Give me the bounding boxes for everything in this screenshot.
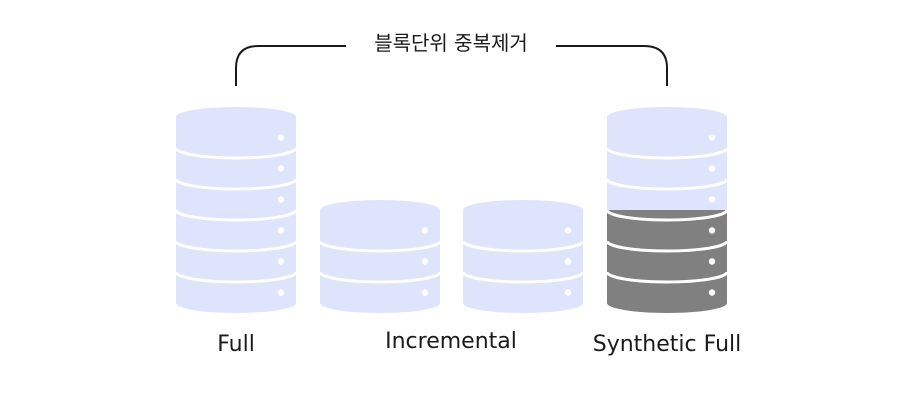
- disk-led-icon: [277, 165, 285, 172]
- disk-body: [176, 210, 296, 251]
- disk-led-icon: [277, 134, 285, 141]
- disk-separator: [174, 147, 298, 160]
- stack-full: [174, 107, 298, 313]
- disk-body: [463, 210, 583, 251]
- disk-body: [176, 148, 296, 189]
- disk-led-icon: [421, 289, 429, 296]
- disk-led-icon: [708, 258, 716, 265]
- disk-body: [176, 179, 296, 220]
- disk-led-icon: [708, 134, 716, 141]
- stack-incremental-2: [461, 200, 585, 313]
- disk-led-icon: [421, 258, 429, 265]
- disk-separator: [605, 271, 729, 284]
- stack-synthetic-full: [605, 107, 729, 313]
- disk-body: [463, 272, 583, 313]
- disk-body: [320, 210, 440, 251]
- disk-led-icon: [421, 227, 429, 234]
- disk-separator: [461, 240, 585, 253]
- stack-label-full: Full: [217, 332, 255, 357]
- stack-label-synthetic-full: Synthetic Full: [592, 332, 742, 357]
- disk-separator: [174, 240, 298, 253]
- disk-led-icon: [564, 227, 572, 234]
- disk-separator: [461, 271, 585, 284]
- disk-body: [607, 272, 727, 313]
- disk-separator: [318, 240, 442, 253]
- stack-label-incremental: Incremental: [385, 329, 517, 354]
- disk-top-cap: [320, 200, 440, 220]
- disk-led-icon: [708, 196, 716, 203]
- disk-body: [463, 241, 583, 282]
- disk-body: [607, 117, 727, 158]
- bracket-line-left: [235, 45, 346, 86]
- disk-separator: [605, 240, 729, 253]
- disk-separator: [318, 271, 442, 284]
- disk-top-cap: [607, 107, 727, 127]
- disk-body: [176, 241, 296, 282]
- disk-body: [320, 272, 440, 313]
- dedup-bracket-label: 블록단위 중복제거: [366, 33, 536, 53]
- disk-led-icon: [564, 258, 572, 265]
- disk-top-cap: [176, 107, 296, 127]
- disk-top-cap: [463, 200, 583, 220]
- disk-separator: [174, 209, 298, 222]
- disk-body: [607, 148, 727, 189]
- disk-separator: [605, 209, 729, 222]
- stack-incremental-1: [318, 200, 442, 313]
- disk-separator: [174, 271, 298, 284]
- disk-body: [607, 179, 727, 220]
- disk-led-icon: [277, 227, 285, 234]
- disk-separator: [605, 147, 729, 160]
- disk-body: [176, 117, 296, 158]
- disk-led-icon: [277, 289, 285, 296]
- disk-separator: [174, 178, 298, 191]
- database-stacks: [174, 107, 729, 313]
- disk-body: [607, 210, 727, 251]
- disk-led-icon: [564, 289, 572, 296]
- disk-led-icon: [708, 289, 716, 296]
- disk-body: [320, 241, 440, 282]
- disk-separator: [605, 178, 729, 191]
- disk-led-icon: [277, 196, 285, 203]
- disk-led-icon: [708, 227, 716, 234]
- bracket-line-right: [556, 45, 668, 86]
- disk-body: [176, 272, 296, 313]
- disk-led-icon: [277, 258, 285, 265]
- disk-led-icon: [708, 165, 716, 172]
- disk-body: [607, 241, 727, 282]
